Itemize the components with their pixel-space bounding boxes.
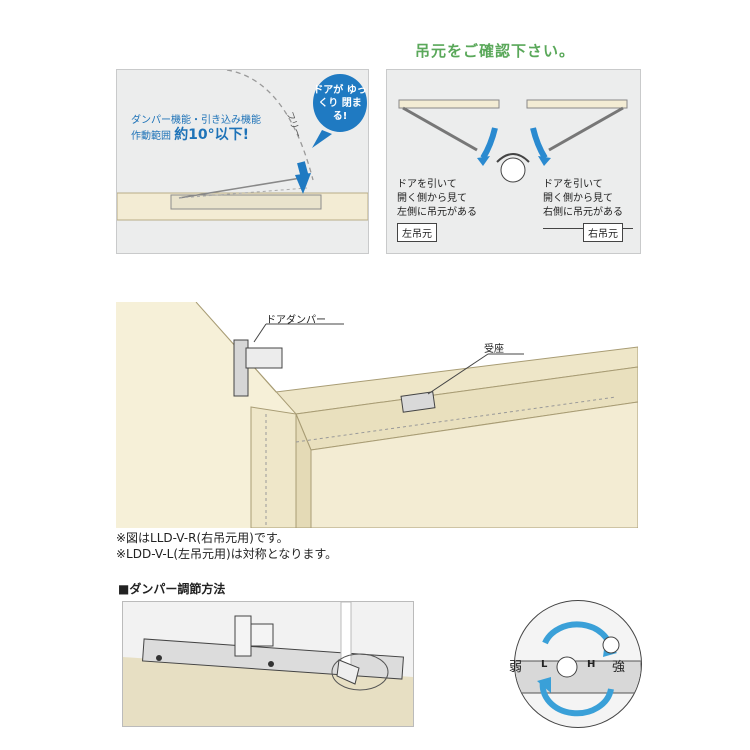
damper-range-text: ダンパー機能・引き込み機能 作動範囲 約10°以下! bbox=[131, 114, 261, 144]
right-hinge-line2: 開く側から見て bbox=[543, 193, 613, 204]
slow-close-bubble: ドアが ゆっくり 閉まる! bbox=[313, 74, 367, 132]
damper-range-value: 約10°以下! bbox=[174, 127, 250, 143]
damper-function-illustration bbox=[117, 70, 368, 221]
left-hinge-line3: 左側に吊元がある bbox=[397, 207, 477, 218]
hinge-side-illustration bbox=[398, 99, 633, 229]
notes: ※図はLLD-V-R(右吊元用)です。 ※LDD-V-L(左吊元用)は対称となり… bbox=[116, 530, 337, 562]
weak-label: 弱 bbox=[509, 660, 523, 675]
note-line1: ※図はLLD-V-R(右吊元用)です。 bbox=[116, 531, 289, 545]
right-hinge-text: ドアを引いて 開く側から見て 右側に吊元がある bbox=[543, 178, 623, 220]
right-hinge-label: 右吊元 bbox=[583, 223, 623, 242]
l-mark: L bbox=[541, 659, 548, 670]
adjust-zoom-illustration bbox=[515, 621, 641, 717]
note-line2: ※LDD-V-L(左吊元用)は対称となります。 bbox=[116, 547, 338, 561]
adjust-heading: ■ダンパー調節方法 bbox=[118, 582, 226, 596]
h-mark: H bbox=[587, 659, 596, 670]
adjust-zoom-circle: L H bbox=[514, 600, 642, 728]
damper-range-line1: ダンパー機能・引き込み機能 bbox=[131, 115, 261, 126]
hinge-side-panel: ドアを引いて 開く側から見て 左側に吊元がある ドアを引いて 開く側から見て 右… bbox=[386, 69, 641, 254]
strong-label: 強 bbox=[612, 660, 626, 675]
receiver-label: 受座 bbox=[484, 344, 504, 355]
hinge-check-title: 吊元をご確認下さい。 bbox=[415, 42, 576, 60]
left-hinge-text: ドアを引いて 開く側から見て 左側に吊元がある bbox=[397, 178, 477, 220]
slow-close-text: ドアが ゆっくり 閉まる! bbox=[313, 84, 367, 122]
right-hinge-line3: 右側に吊元がある bbox=[543, 207, 623, 218]
left-hinge-line1: ドアを引いて bbox=[397, 179, 457, 190]
installation-diagram: ドアダンパー 受座 bbox=[116, 302, 638, 528]
door-damper-label: ドアダンパー bbox=[266, 315, 326, 326]
adjust-illustration bbox=[123, 602, 413, 726]
installation-illustration bbox=[116, 302, 638, 528]
left-hinge-label: 左吊元 bbox=[397, 223, 437, 242]
left-hinge-line2: 開く側から見て bbox=[397, 193, 467, 204]
damper-range-prefix: 作動範囲 bbox=[131, 131, 171, 142]
damper-function-panel: ドアが ゆっくり 閉まる! ダンパー機能・引き込み機能 作動範囲 約10°以下!… bbox=[116, 69, 369, 254]
right-hinge-line1: ドアを引いて bbox=[543, 179, 603, 190]
adjust-diagram bbox=[122, 601, 414, 727]
